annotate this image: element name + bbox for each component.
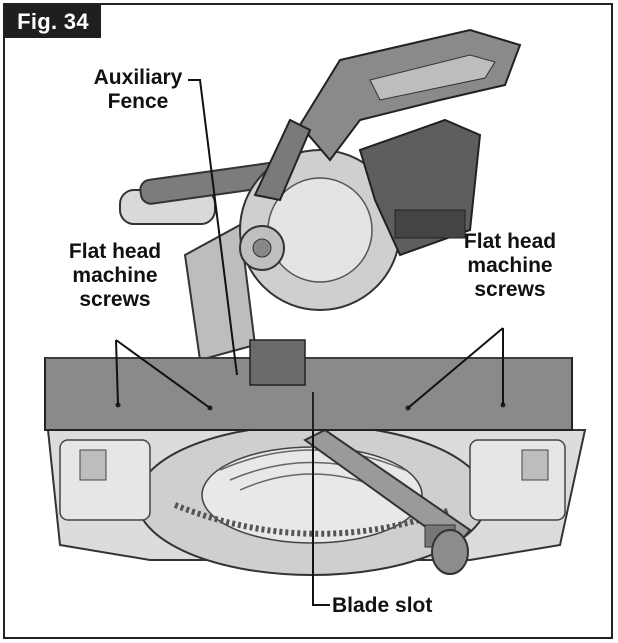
label-left-screws-line2: machine xyxy=(72,264,158,287)
label-auxiliary-fence-line2: Fence xyxy=(107,90,169,113)
label-left-screws-line3: screws xyxy=(79,288,151,311)
label-right-screws-line2: machine xyxy=(467,254,553,277)
label-right-screws-line1: Flat head xyxy=(463,230,557,253)
figure-number-badge: Fig. 34 xyxy=(5,5,101,38)
label-blade-slot: Blade slot xyxy=(332,594,433,617)
leader-lines xyxy=(115,79,504,606)
label-auxiliary-fence-line1: Auxiliary xyxy=(93,66,183,89)
label-left-screws-line1: Flat head xyxy=(68,240,162,263)
label-right-screws-line3: screws xyxy=(474,278,546,301)
auxiliary-fence-board xyxy=(44,339,573,431)
saw-base xyxy=(46,424,587,576)
saw-head xyxy=(119,28,522,362)
label-auxiliary-fence: Auxiliary Fence xyxy=(78,66,198,114)
label-right-screws: Flat head machine screws xyxy=(445,230,575,302)
label-left-screws: Flat head machine screws xyxy=(50,240,180,312)
